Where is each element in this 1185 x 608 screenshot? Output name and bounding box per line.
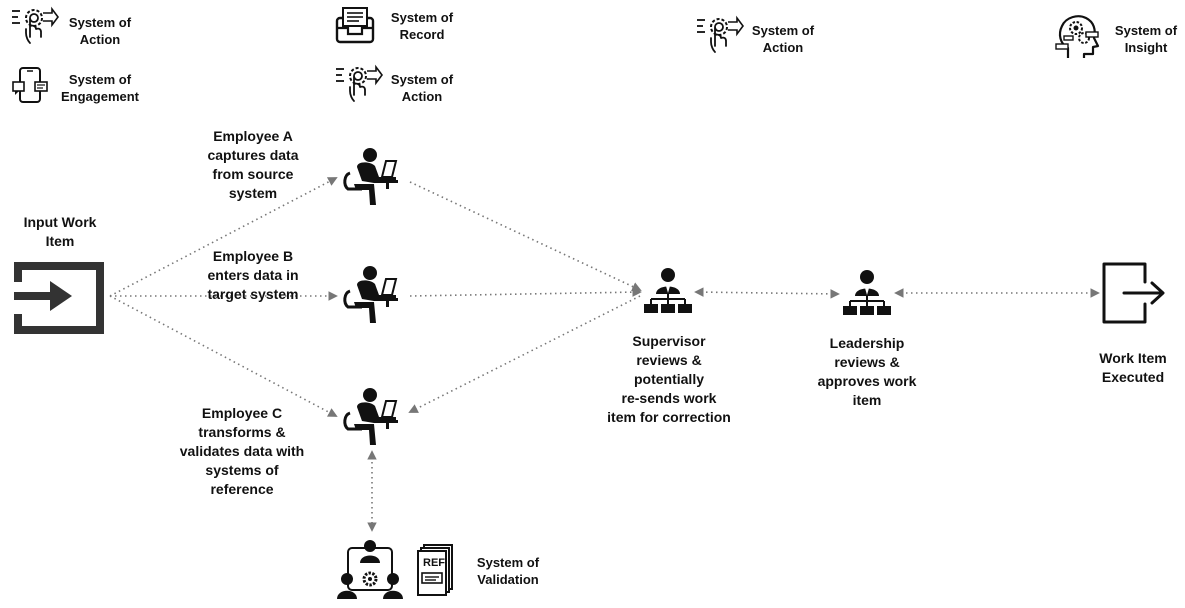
ref-tag-text: REF bbox=[423, 557, 445, 569]
tablet-chat-icon bbox=[12, 67, 48, 103]
legend-system-of-engagement-label: System of Engagement bbox=[60, 72, 139, 104]
employee-b-label: Employee B enters data in target system bbox=[207, 248, 299, 302]
gear-hand-icon bbox=[11, 8, 59, 44]
employee-c-label: Employee C transforms & validates data w… bbox=[179, 405, 305, 497]
exit-door-arrow-icon bbox=[1102, 262, 1165, 324]
hierarchy-person-icon bbox=[643, 267, 693, 314]
connector-employee-b-to-supervisor bbox=[409, 287, 642, 297]
employee-a-label: Employee A captures data from source sys… bbox=[207, 128, 299, 201]
sign-in-arrow-icon bbox=[14, 262, 104, 334]
ref-document-icon bbox=[417, 544, 453, 596]
legend-system-of-action-label: System of Action bbox=[751, 23, 815, 55]
legend-system-of-action-label: System of Action bbox=[390, 72, 454, 104]
legend-system-of-action-label: System of Action bbox=[68, 15, 132, 47]
input-work-item-label: Input Work Item bbox=[23, 214, 97, 249]
system-of-validation-label: System of Validation bbox=[476, 555, 540, 587]
inbox-tray-icon bbox=[335, 6, 375, 44]
person-at-desk-icon bbox=[343, 386, 400, 447]
head-gears-icon bbox=[1054, 15, 1100, 60]
hierarchy-person-icon bbox=[842, 269, 892, 316]
connector-supervisor-to-leadership bbox=[694, 287, 840, 299]
legend-system-of-insight-label: System of Insight bbox=[1114, 23, 1178, 55]
gear-hand-icon bbox=[335, 66, 383, 102]
person-at-desk-icon bbox=[343, 264, 400, 325]
connectors bbox=[109, 177, 1100, 532]
supervisor-label: Supervisor reviews & potentially re-send… bbox=[607, 333, 731, 425]
legend-system-of-record-label: System of Record bbox=[390, 10, 454, 42]
connector-employee-a-to-supervisor bbox=[409, 181, 642, 292]
gear-hand-icon bbox=[696, 17, 744, 53]
leadership-label: Leadership reviews & approves work item bbox=[817, 335, 917, 408]
work-item-executed-label: Work Item Executed bbox=[1099, 350, 1167, 385]
person-at-desk-icon bbox=[343, 146, 400, 207]
connector-input-to-employee-c bbox=[109, 295, 338, 417]
team-gear-icon bbox=[335, 538, 405, 601]
